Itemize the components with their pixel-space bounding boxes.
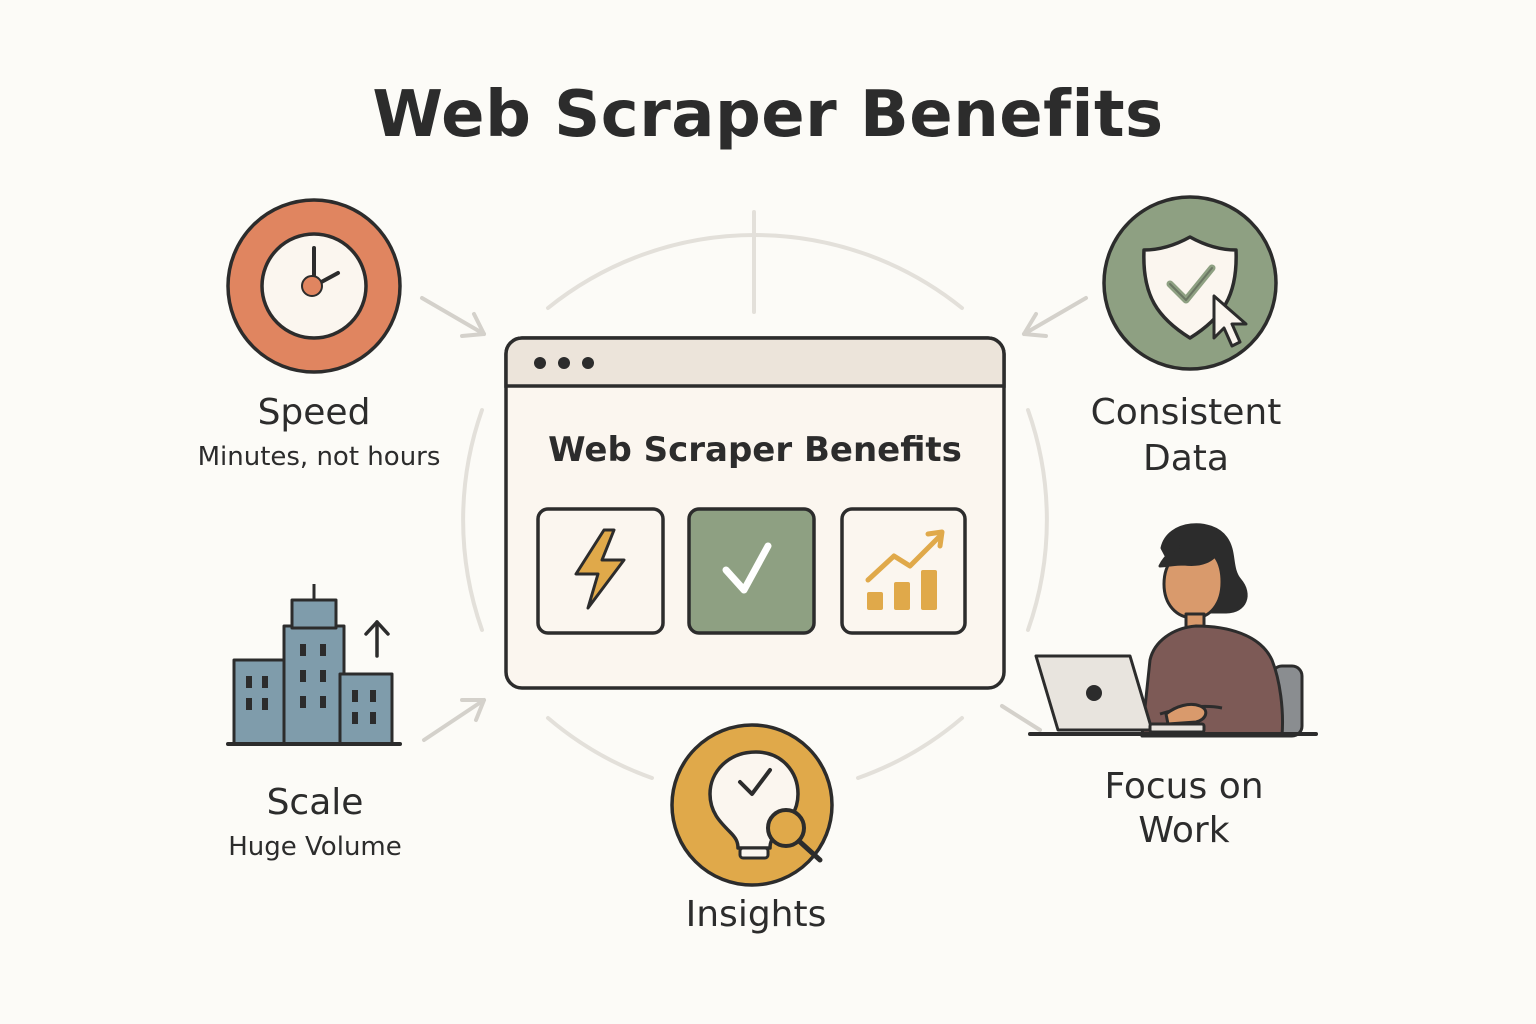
window-titlebar <box>504 336 1006 388</box>
up-arrow-icon <box>364 620 390 658</box>
tile-accuracy <box>687 507 816 635</box>
arrow-consistent-icon <box>1022 296 1088 338</box>
lightning-icon <box>574 528 626 610</box>
scale-label: Scale <box>266 782 364 823</box>
window-dot-icon <box>558 357 570 369</box>
ring-arc-bottom-left <box>546 716 654 780</box>
tile-speed <box>536 507 665 635</box>
arrow-focus-icon <box>1000 704 1042 732</box>
arrow-speed-icon <box>420 296 486 338</box>
ring-arc-right <box>1026 408 1049 632</box>
consistent-label-line1: Consistent <box>1090 392 1282 433</box>
clock-icon <box>226 198 402 374</box>
buildings-icon <box>226 584 402 746</box>
focus-label-line1: Focus on <box>1104 766 1264 807</box>
window-dot-icon <box>582 357 594 369</box>
checkmark-icon <box>722 542 772 594</box>
consistent-label-line2: Data <box>1143 438 1229 479</box>
person-laptop-icon <box>1028 523 1318 738</box>
insights-label: Insights <box>685 894 827 935</box>
arrow-scale-icon <box>422 698 486 742</box>
cursor-icon <box>1212 294 1248 348</box>
bar-chart-growth-icon <box>865 529 945 610</box>
focus-label-line2: Work <box>1138 810 1230 851</box>
shield-check-icon <box>1102 195 1278 371</box>
window-dot-icon <box>534 357 546 369</box>
tile-growth <box>840 507 967 635</box>
speed-sublabel: Minutes, not hours <box>197 442 441 472</box>
ring-arc-left <box>461 408 484 632</box>
page-title: Web Scraper Benefits <box>372 78 1164 152</box>
lightbulb-magnifier-icon <box>670 723 834 887</box>
ring-arc-bottom-right <box>856 716 964 780</box>
browser-window <box>504 336 1006 690</box>
window-title: Web Scraper Benefits <box>548 430 962 470</box>
scale-sublabel: Huge Volume <box>228 832 402 862</box>
speed-label: Speed <box>257 392 371 433</box>
background-ring <box>461 210 1049 780</box>
